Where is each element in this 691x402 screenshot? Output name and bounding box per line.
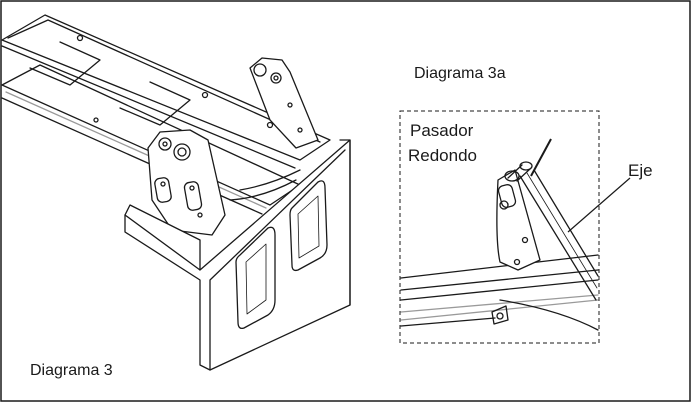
pin-label: Pasador <box>410 121 474 140</box>
pin-label-line2: Redondo <box>408 146 478 165</box>
diagram-3a-title: Diagrama 3a <box>414 65 506 82</box>
detail-inset <box>399 110 631 344</box>
diagram-3-title: Diagrama 3 <box>30 362 113 379</box>
axle-leader-line <box>567 177 631 233</box>
pin-leader-line <box>530 138 552 177</box>
main-assembly-drawing <box>1 14 351 371</box>
axle-label: Eje <box>628 161 653 180</box>
detail-inset-border <box>399 110 600 344</box>
detail-inset-drawing <box>400 161 599 331</box>
